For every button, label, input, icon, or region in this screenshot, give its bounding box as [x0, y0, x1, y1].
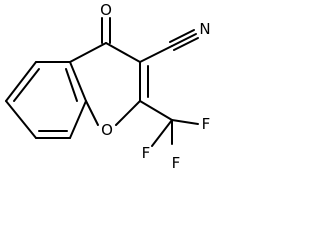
bond	[139, 100, 173, 121]
molecule-structure: O O N F F F	[5, 1, 211, 172]
bond	[171, 119, 199, 125]
fluorine-right-label: F	[142, 144, 151, 162]
fluorine-bottom-label: F	[172, 154, 181, 172]
bond	[5, 61, 37, 102]
bond	[151, 119, 173, 147]
bond	[65, 68, 78, 102]
bond	[5, 100, 37, 139]
bond	[85, 100, 99, 126]
bonds	[5, 17, 199, 147]
bond	[105, 42, 141, 63]
bond	[13, 68, 40, 102]
bond	[169, 29, 195, 43]
bond	[69, 100, 87, 139]
bond	[171, 33, 197, 47]
bond	[139, 45, 173, 63]
atom-labels: O O N F F F	[100, 1, 211, 172]
fluorine-top-label: F	[202, 115, 211, 133]
ring-oxygen-label: O	[101, 121, 113, 139]
bond	[173, 37, 199, 51]
bond	[69, 42, 107, 63]
bond	[69, 61, 87, 102]
carbonyl-oxygen-label: O	[100, 1, 112, 19]
bond	[115, 100, 141, 126]
nitrile-nitrogen-label: N	[199, 20, 210, 38]
